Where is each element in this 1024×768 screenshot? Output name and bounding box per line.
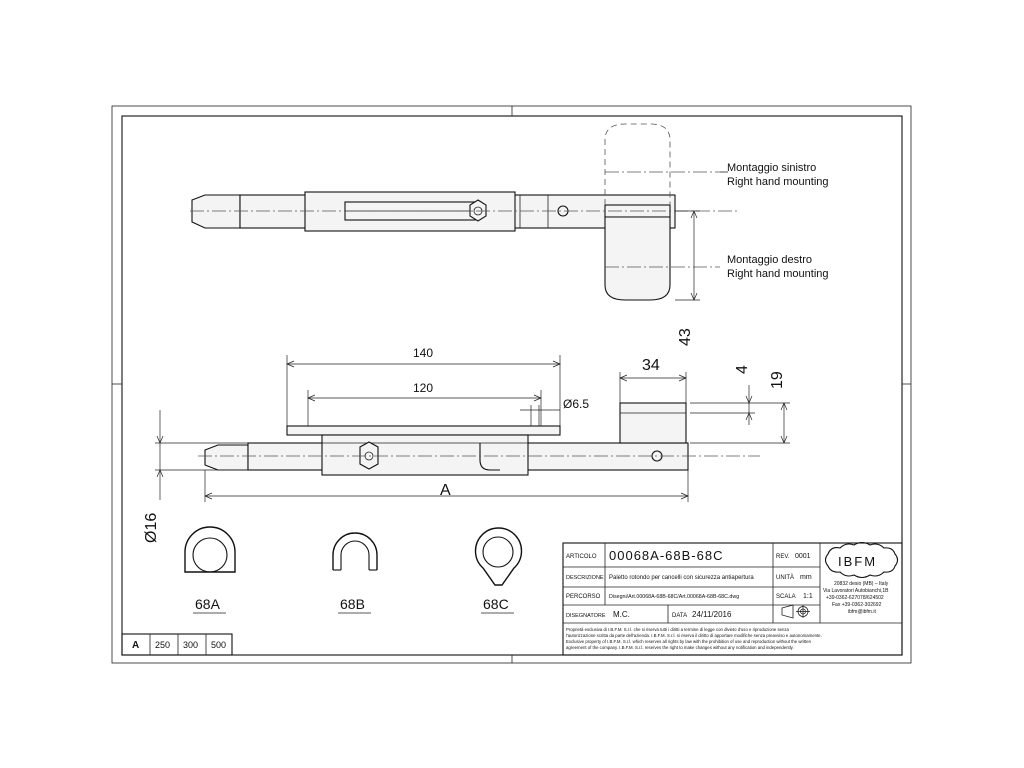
- disclaimer-line: Proprietà esclusiva di I.B.F.M. S.r.l. c…: [566, 627, 790, 632]
- unita-value: mm: [800, 574, 812, 581]
- scala-value: 1:1: [803, 593, 813, 600]
- data-label: DATA: [672, 613, 687, 619]
- address-line: ibfm@ibfm.it: [848, 609, 876, 615]
- size-table-value: 250: [155, 640, 170, 650]
- dim-a-label: A: [440, 482, 451, 499]
- size-table-value: 500: [211, 640, 226, 650]
- dim-4-label: 4: [734, 365, 751, 374]
- front-view: [198, 402, 760, 476]
- percorso-label: PERCORSO: [566, 594, 601, 600]
- right-mount-label-en: Right hand mounting: [727, 268, 829, 280]
- profile-68a-label: 68A: [195, 596, 221, 612]
- dimension-43: 43: [675, 210, 700, 346]
- descrizione-label: DESCRIZIONE: [566, 575, 604, 581]
- address-line: 20832 desio (MB) – Italy: [834, 581, 889, 587]
- dimension-4: 4: [690, 365, 755, 425]
- disegnatore-value: M.C.: [613, 610, 630, 619]
- percorso-value: Disegni/Art.00068A-68B-68C/Art.00068A-68…: [609, 594, 739, 600]
- profile-68b-label: 68B: [340, 596, 365, 612]
- dimension-a: A: [204, 470, 689, 502]
- top-view: [190, 123, 740, 301]
- profile-68a: 68A: [184, 526, 236, 614]
- articolo-label: ARTICOLO: [566, 554, 597, 560]
- dim-140-label: 140: [413, 346, 433, 360]
- dim-6-5-label: Ø6.5: [563, 397, 589, 411]
- size-table: A 250 300 500: [121, 633, 233, 656]
- address-line: Fax +39-0362-302692: [832, 602, 882, 608]
- disclaimer-line: l'autorizzazione scritta da parte dell'a…: [566, 633, 822, 638]
- size-table-value: 300: [183, 640, 198, 650]
- articolo-value: 00068A-68B-68C: [609, 548, 723, 563]
- ibfm-logo: IBFM: [824, 541, 899, 579]
- dim-43-label: 43: [677, 328, 694, 346]
- dimension-120: 120: [307, 381, 542, 426]
- data-value: 24/11/2016: [692, 610, 732, 619]
- dimension-19: 19: [690, 371, 790, 444]
- logo-text: IBFM: [838, 554, 877, 569]
- right-mount-label-it: Montaggio destro: [727, 254, 812, 266]
- rev-label: REV.: [776, 554, 790, 560]
- unita-label: UNITÀ: [776, 574, 794, 581]
- outer-frame: [111, 105, 912, 664]
- left-mount-label-en: Right hand mounting: [727, 176, 829, 188]
- disclaimer-line: agreement of the company. I.B.F.M. S.r.l…: [566, 645, 794, 650]
- profile-68c-label: 68C: [483, 596, 509, 612]
- dimension-140: 140: [286, 346, 561, 426]
- dim-19-label: 19: [769, 371, 786, 389]
- disclaimer-line: Exclusive property of I.B.F.M. S.r.l. wh…: [566, 639, 812, 644]
- dim-120-label: 120: [413, 381, 433, 395]
- profile-68b: 68B: [332, 532, 378, 614]
- address-line: Via Lavoratori Autobianchi,1B: [823, 588, 889, 594]
- left-mount-label-it: Montaggio sinistro: [727, 162, 816, 174]
- dim-16-label: Ø16: [143, 513, 160, 543]
- title-block: ARTICOLO 00068A-68B-68C REV. 0001 DESCRI…: [562, 541, 903, 656]
- dim-34-label: 34: [642, 357, 660, 374]
- dimension-16: Ø16: [143, 410, 248, 543]
- disegnatore-label: DISEGNATORE: [566, 613, 606, 619]
- size-table-header: A: [132, 640, 139, 651]
- rev-value: 0001: [795, 553, 811, 560]
- dimension-34: 34: [619, 357, 687, 403]
- descrizione-value: Paletto rotondo per cancelli con sicurez…: [609, 575, 754, 581]
- address-line: +39-0362-627078/624502: [826, 595, 884, 601]
- dimension-6-5: Ø6.5: [520, 397, 589, 426]
- profile-68c: 68C: [474, 527, 523, 614]
- scala-label: SCALA: [776, 594, 796, 600]
- projection-symbol-icon: [781, 604, 810, 619]
